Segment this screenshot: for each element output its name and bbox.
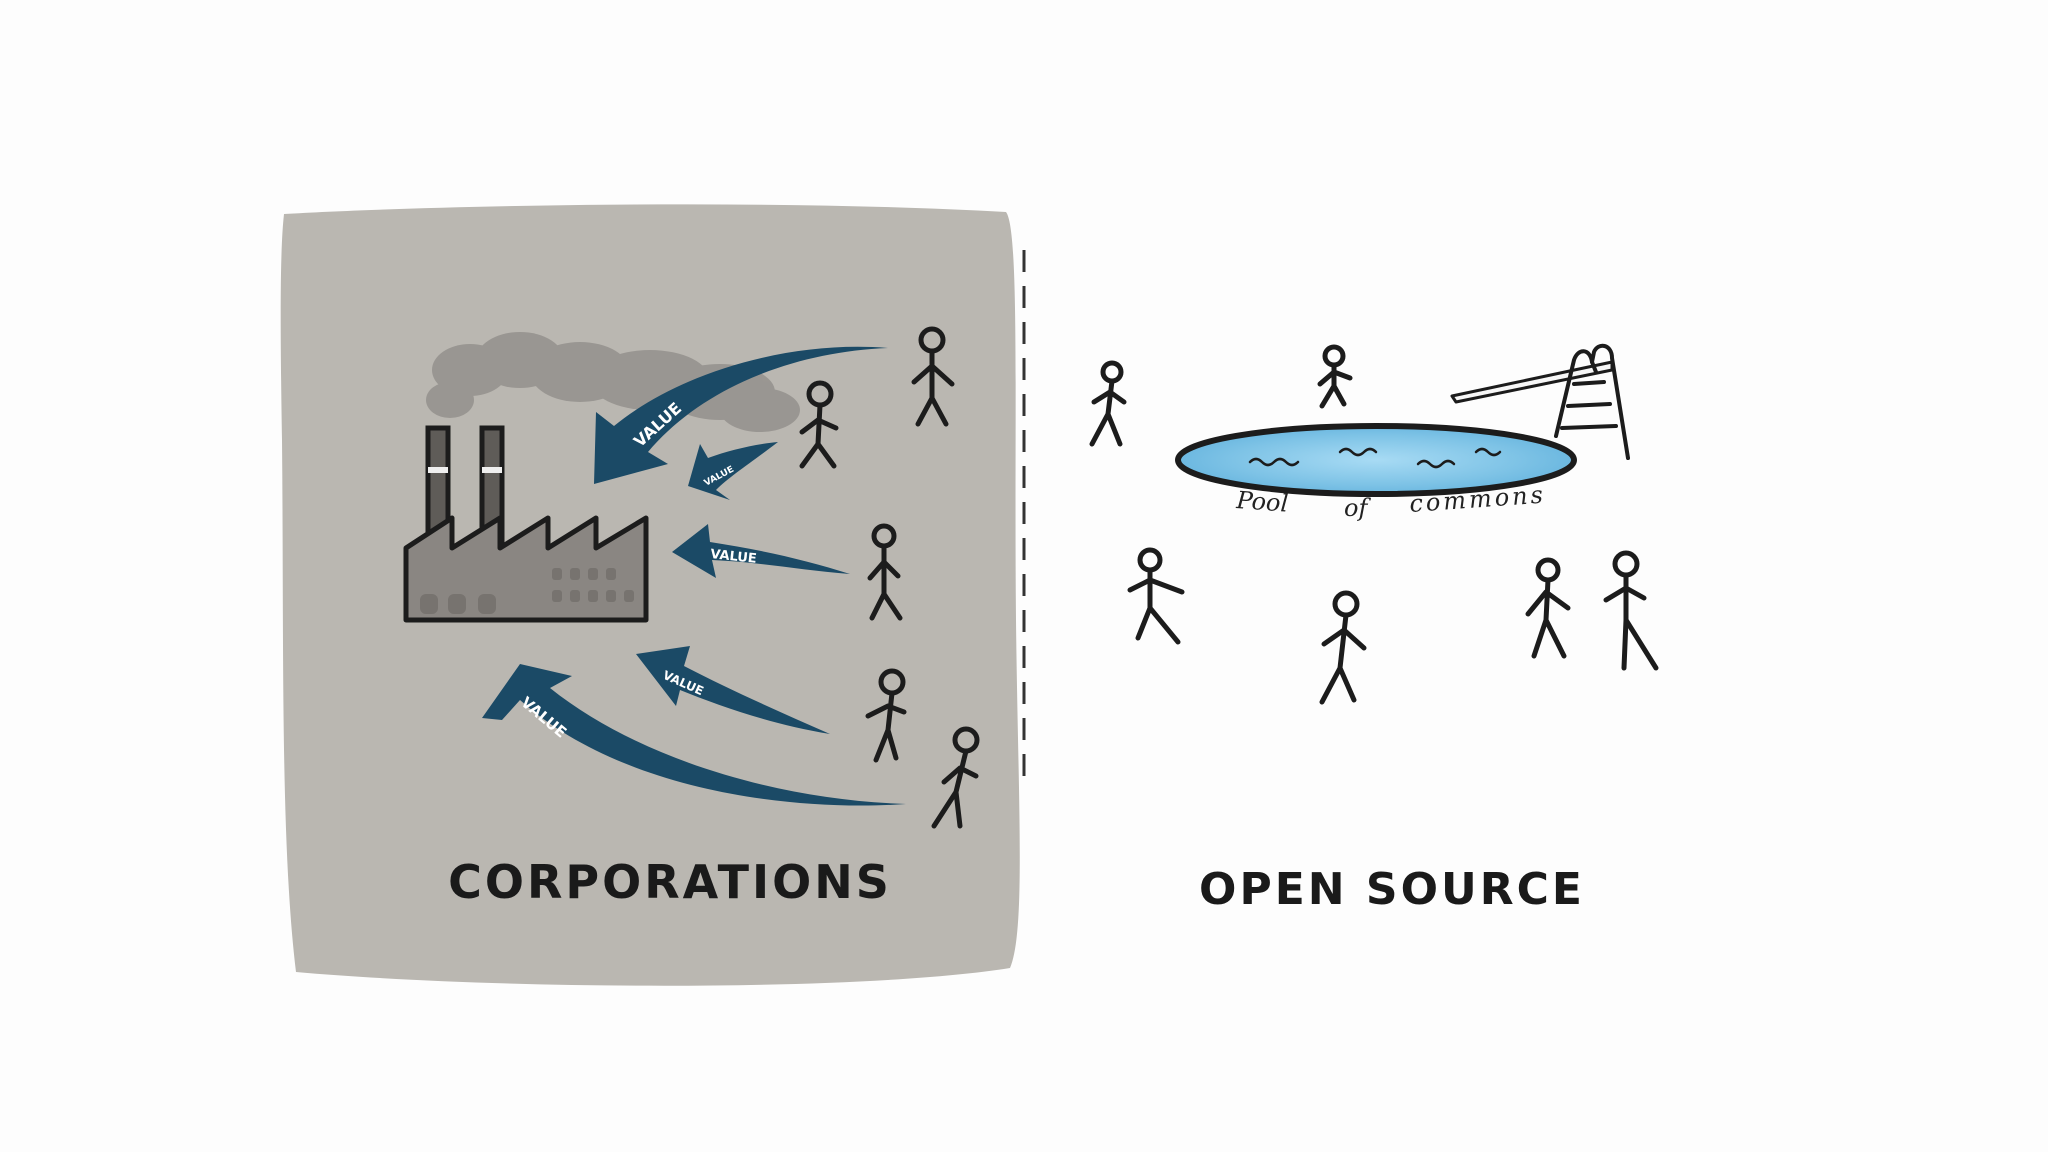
value-arrow-label: VALUE: [710, 547, 758, 567]
value-arrow-icon: [672, 524, 850, 578]
stick-figure-icon: [799, 380, 839, 469]
stick-figure-icon: [911, 326, 955, 427]
swimming-pool-icon: [1175, 423, 1577, 497]
stick-figure-icon: [1525, 557, 1571, 659]
pool-label-of: of: [1344, 494, 1371, 522]
corporations-panel: VALUE VALUE VALUE VALUE VALUE CORPORATIO…: [280, 204, 1026, 986]
value-arrows: [482, 346, 906, 806]
stick-figure-icon: [1603, 550, 1659, 671]
stick-figure-icon: [1319, 590, 1367, 705]
stick-figure-icon: [931, 726, 980, 829]
open-source-caption: OPEN SOURCE: [1199, 864, 1585, 915]
stick-figure-icon: [1089, 360, 1127, 447]
value-arrow-icon: [594, 346, 888, 484]
stick-figure-icon: [1317, 344, 1353, 409]
pool-ladder-icon: [1554, 343, 1630, 460]
factory-icon: [403, 425, 649, 623]
stick-figure-icon: [865, 668, 907, 763]
stick-figure-icon: [867, 523, 903, 621]
pool-label-pool: Pool: [1235, 486, 1290, 518]
value-arrow-icon: [636, 646, 830, 734]
open-source-panel: Pool of commons OPEN SOURCE: [1089, 343, 1659, 915]
stick-figure-icon: [1127, 547, 1185, 645]
value-arrow-icon: [482, 664, 906, 806]
corporations-caption: CORPORATIONS: [448, 855, 892, 909]
value-arrow-icon: [688, 442, 778, 500]
